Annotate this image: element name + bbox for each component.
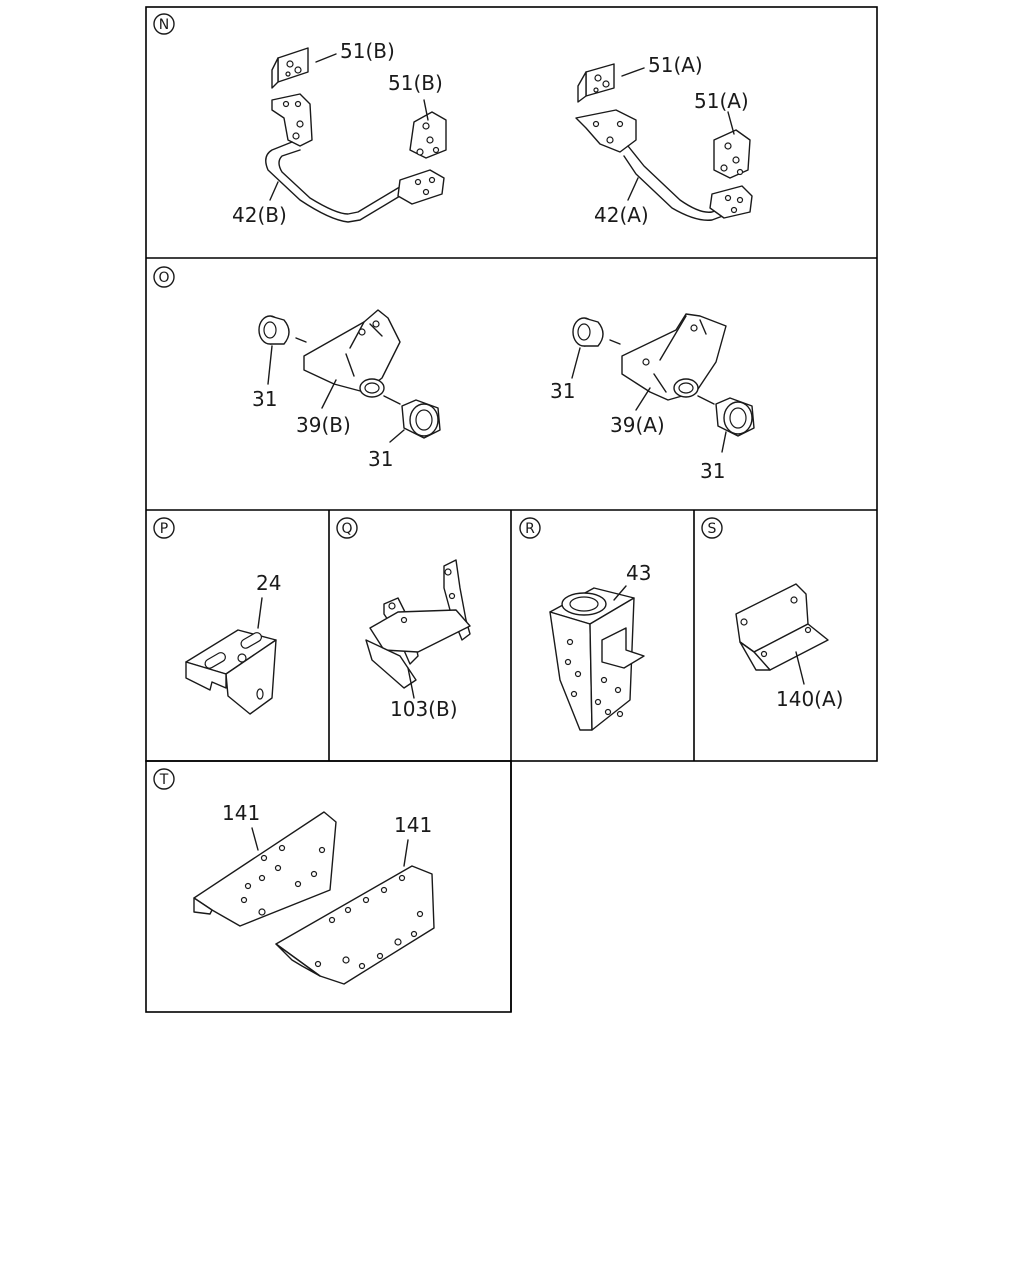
section-marker-t: T [159,772,169,788]
leader-141-1 [251,827,259,851]
part-31-bushing-right-bottom [715,397,755,437]
leader-51a-1 [621,67,645,77]
section-q: Q 103(B) [336,517,471,721]
label-39a: 39(A) [610,413,665,437]
label-42a: 42(A) [594,203,649,227]
part-31-bushing-right-top [572,317,604,347]
label-31-right-a: 31 [550,379,575,403]
section-t: T 141 141 [153,768,435,985]
part-31-bushing-left-top [258,315,290,345]
axis-line [383,395,401,405]
label-103b: 103(B) [390,697,458,721]
part-39b-bracket [303,309,401,398]
label-141-upper: 141 [222,801,260,825]
leader-42b [269,181,279,201]
part-51a-bracket-top [577,63,615,103]
section-marker-p: P [160,521,168,537]
label-39b: 39(B) [296,413,351,437]
part-42b-crossmember [265,93,445,223]
axis-line [295,337,307,343]
leader-24 [257,597,263,629]
leader-51b-2 [423,99,429,121]
section-n: N 51(B) 51(B) 42(B) [153,13,753,227]
section-marker-s: S [708,521,717,537]
leader-39b [321,379,337,409]
section-p: P 24 [153,517,281,715]
leader-141-2 [403,839,409,867]
part-51b-bracket-right [409,111,447,159]
leader-31-l1 [267,345,273,385]
section-marker-n: N [159,17,169,33]
part-39a-bracket [621,313,727,401]
part-141-bracket-lower [275,865,435,985]
leader-140a [795,651,805,685]
axis-line [609,339,621,345]
diagram-frame [145,6,878,1013]
section-marker-q: Q [341,521,352,537]
label-51a-top: 51(A) [648,53,703,77]
label-140a: 140(A) [776,687,843,711]
leader-39a [635,387,651,411]
section-r: R 43 [519,517,651,731]
leader-43 [613,585,627,601]
section-s: S 140(A) [701,517,843,711]
leader-31-l2 [389,429,405,443]
leader-51a-2 [727,111,735,135]
label-51b-top: 51(B) [340,39,395,63]
section-marker-r: R [525,521,535,537]
part-141-bracket-upper [193,811,337,927]
leader-31-r1 [571,347,581,379]
part-103b-bracket [365,559,471,689]
part-42a-crossmember [575,109,753,221]
label-31-left-a: 31 [252,387,277,411]
label-51a-right: 51(A) [694,89,749,113]
label-31-left-b: 31 [368,447,393,471]
leader-31-r2 [721,431,727,453]
label-42b: 42(B) [232,203,287,227]
leader-42a [627,177,639,201]
part-24-bracket [185,629,277,715]
part-140a-bracket [735,583,829,671]
section-marker-o: O [158,270,169,286]
part-43-bracket [549,587,645,731]
part-51a-bracket-right [713,129,751,179]
axis-line [697,395,715,405]
part-51b-bracket-top [271,47,309,89]
label-24: 24 [256,571,281,595]
label-51b-right: 51(B) [388,71,443,95]
section-o: O 31 39(B) 31 [153,266,755,483]
leader-103b [407,667,415,699]
label-43: 43 [626,561,651,585]
part-31-bushing-left-bottom [401,399,441,439]
label-31-right-b: 31 [700,459,725,483]
label-141-lower: 141 [394,813,432,837]
leader-51b-1 [315,53,337,63]
